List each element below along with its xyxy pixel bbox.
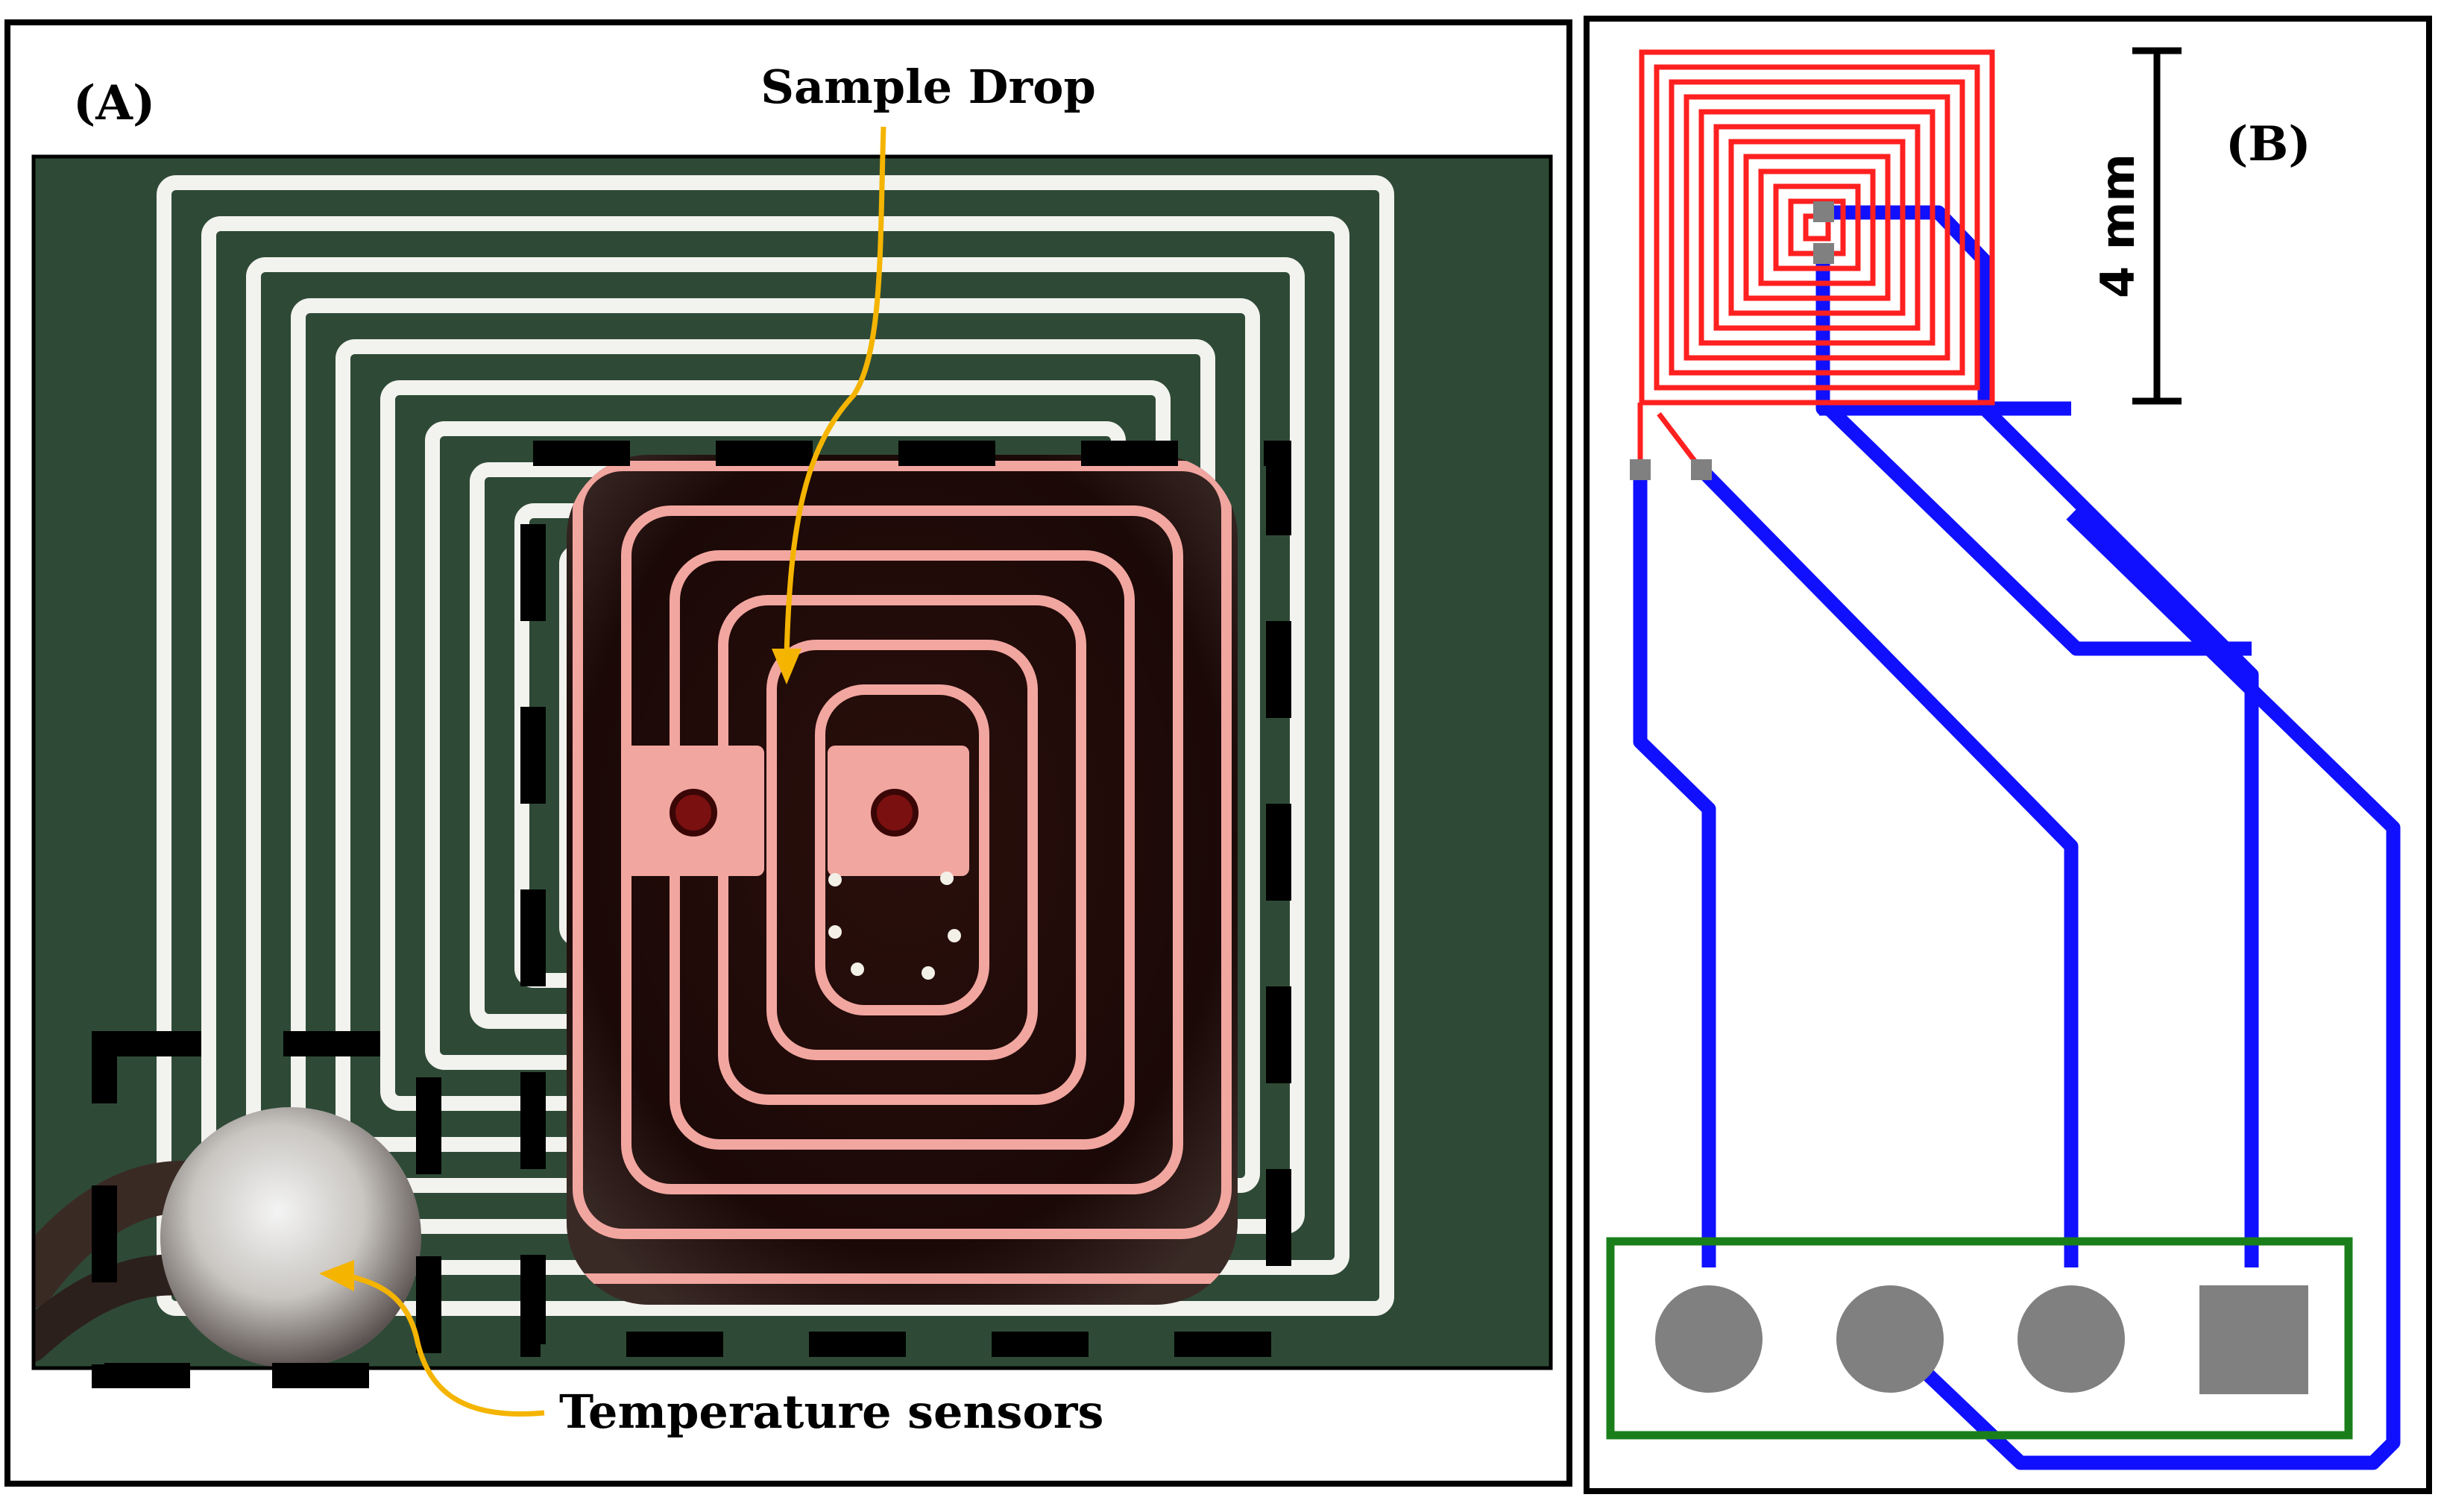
panel-b-label: (B) — [2226, 116, 2311, 172]
red-coil-turn — [1713, 124, 1921, 331]
red-coil-turn — [1728, 139, 1906, 316]
panel-a-label: (A) — [73, 75, 155, 131]
panel-a: (A) — [4, 19, 1572, 1487]
sample-drop-arrowhead — [772, 649, 801, 684]
trace-5 — [1818, 397, 2252, 656]
red-coil-turn — [1698, 109, 1935, 346]
red-coil-turn — [1683, 94, 1950, 361]
sample-drop-dashed-box — [520, 441, 1291, 1357]
sensor-dashed-box — [92, 1031, 441, 1388]
red-coil-turn — [1639, 49, 1995, 406]
pcb-photo — [34, 157, 1551, 1368]
pad-right-via — [871, 789, 919, 837]
temperature-sensor-photo — [34, 1107, 421, 1368]
photo-border — [31, 154, 1553, 1370]
panel-b-frame — [1584, 16, 2432, 1494]
temperature-sensors-arrowhead — [319, 1260, 354, 1291]
via-coil-center-bottom — [1813, 243, 1834, 264]
panel-b: (B) 4 mm — [1584, 16, 2432, 1494]
sample-drop-body — [567, 455, 1238, 1305]
sample-drop-arrow — [784, 126, 886, 657]
connector-pin-2 — [1836, 1285, 1944, 1393]
trace-2 — [1696, 464, 2079, 1267]
photo-coil-turn — [157, 175, 1394, 1316]
drop-coil-turn — [567, 455, 1238, 1284]
scale-bar-label: 4 mm — [2091, 154, 2145, 298]
scale-bar — [2132, 47, 2182, 405]
solder-blob — [160, 1107, 421, 1368]
red-coil-turn — [1654, 64, 1980, 391]
sample-drop-photo — [567, 455, 1238, 1305]
red-coil-turn — [1669, 79, 1965, 376]
via-right — [1691, 459, 1712, 480]
temperature-sensors-arrow — [342, 1272, 545, 1417]
drop-coil-turn — [815, 684, 989, 1015]
temperature-sensors-label: Temperature sensors — [559, 1385, 1103, 1439]
red-coil-turn — [1758, 168, 1876, 286]
trace-1 — [1633, 470, 1716, 1267]
via-coil-center-top — [1813, 201, 1834, 222]
trace-bottom — [1889, 509, 2401, 1470]
drop-coil-turn — [766, 640, 1038, 1060]
drop-bubbles — [828, 872, 961, 980]
connector-outline — [1606, 1237, 2353, 1440]
connector-pin-3 — [2018, 1285, 2125, 1393]
red-coil-turn — [1743, 154, 1891, 301]
via-left — [1630, 459, 1651, 480]
red-coil — [1639, 49, 1995, 406]
red-coil-turn — [1773, 183, 1861, 271]
connector-pin-1 — [1655, 1285, 1763, 1393]
connector-pin-4-square — [2199, 1285, 2308, 1394]
sample-drop-label: Sample Drop — [760, 60, 1096, 114]
pad-left-via — [670, 789, 717, 837]
